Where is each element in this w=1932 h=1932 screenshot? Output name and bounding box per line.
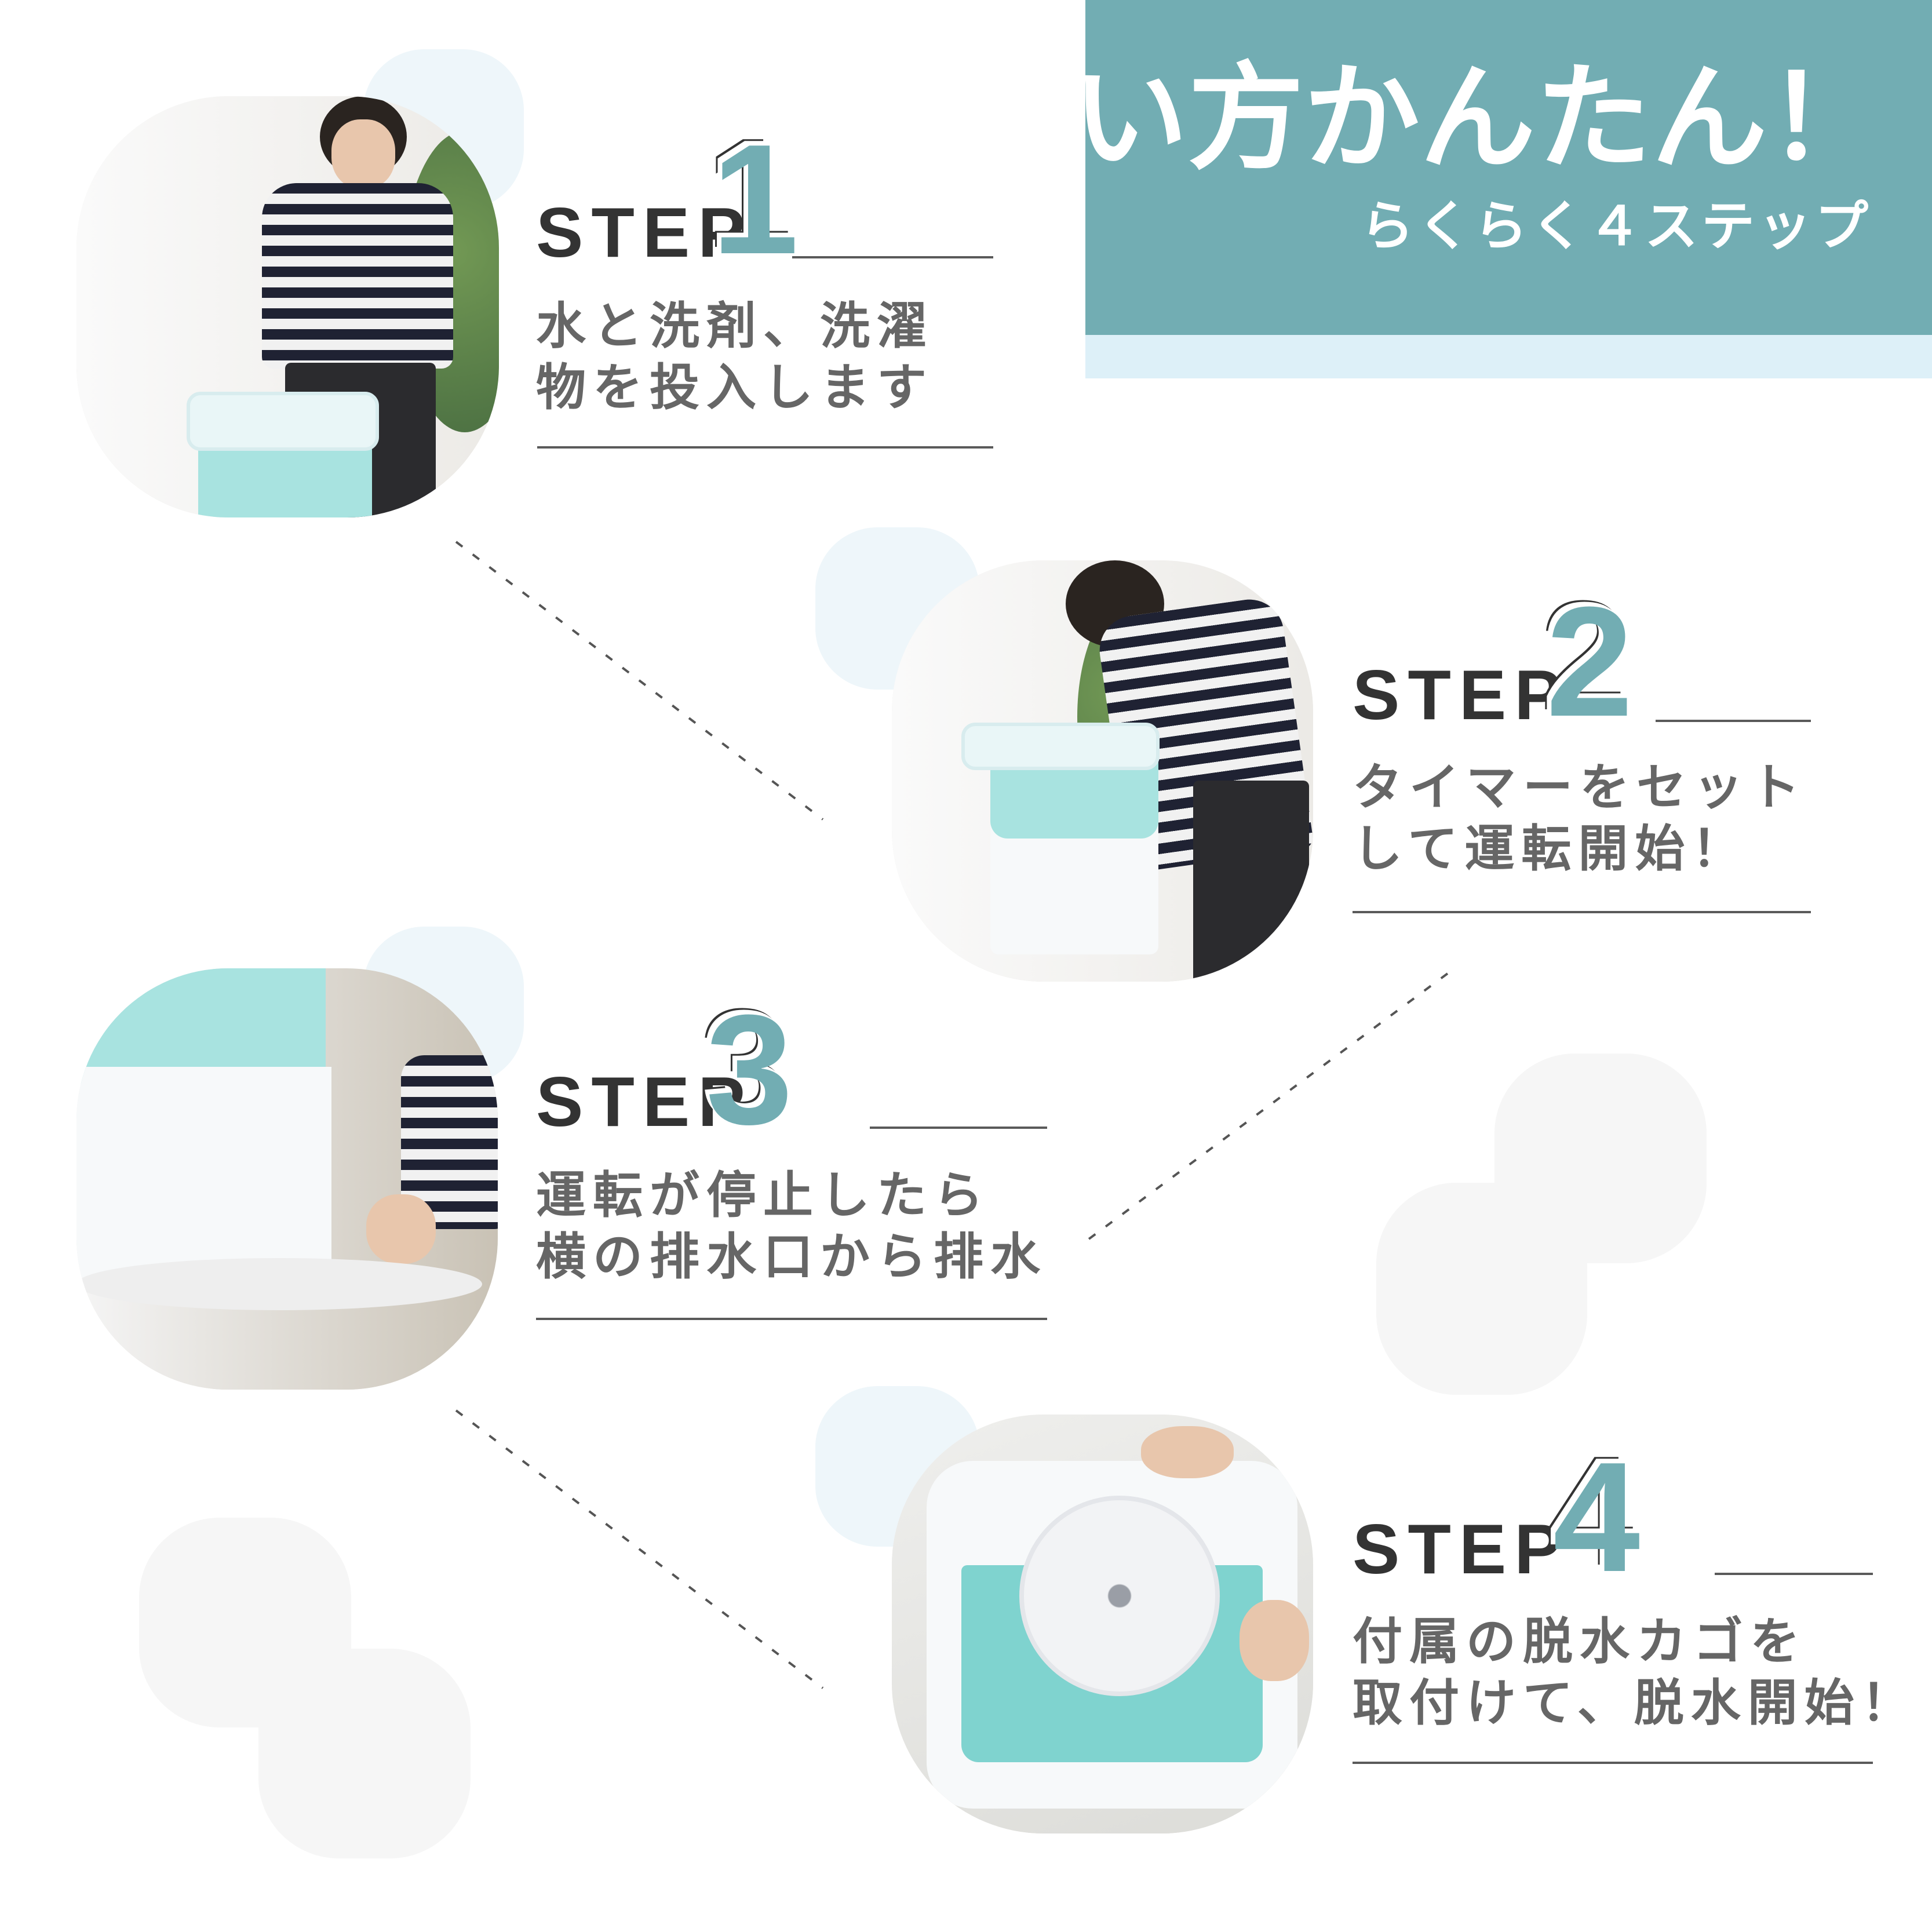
step-2-line-2: して運転開始！ bbox=[1353, 820, 1749, 878]
step-1-number: 1 bbox=[712, 112, 799, 287]
step-1-description: 水と洗剤、洗濯 物を投入します bbox=[536, 296, 934, 418]
step-4-photo bbox=[892, 1415, 1313, 1833]
step-3-description: 運転が停止したら 横の排水口から排水 bbox=[536, 1165, 1047, 1288]
step-1-bottom-rule bbox=[537, 446, 993, 449]
step-4-title-rule bbox=[1715, 1573, 1873, 1575]
page-subtitle: らくらく４ステップ bbox=[1360, 195, 1872, 257]
step-2-number: 2 bbox=[1546, 575, 1634, 749]
step-1-line-1: 水と洗剤、洗濯 bbox=[536, 297, 934, 355]
title-banner-band bbox=[1085, 335, 1932, 378]
step-4-line-2: 取付けて、脱水開始！ bbox=[1353, 1674, 1918, 1732]
page-title: 使い方かんたん！ bbox=[956, 51, 1883, 186]
step-4-number: 4 bbox=[1553, 1430, 1641, 1605]
connector-3-4 bbox=[455, 1409, 824, 1689]
step-3-label: STEP bbox=[536, 1062, 753, 1141]
step-4-bottom-rule bbox=[1353, 1762, 1873, 1764]
step-1-line-2: 物を投入します bbox=[536, 359, 934, 417]
decor-blob bbox=[1376, 1183, 1587, 1395]
step-2-description: タイマーをセット して運転開始！ bbox=[1353, 757, 1807, 880]
step-2-label: STEP bbox=[1353, 655, 1570, 734]
step-1-title-rule bbox=[792, 256, 993, 258]
step-4-line-1: 付属の脱水カゴを bbox=[1353, 1613, 1807, 1671]
step-3-photo bbox=[76, 968, 498, 1390]
step-4-label: STEP bbox=[1353, 1510, 1570, 1588]
step-4-description: 付属の脱水カゴを 取付けて、脱水開始！ bbox=[1353, 1611, 1918, 1734]
step-2-photo bbox=[892, 560, 1313, 982]
decor-blob bbox=[258, 1649, 471, 1858]
step-2-bottom-rule bbox=[1353, 911, 1811, 913]
step-2-title-rule bbox=[1656, 720, 1811, 722]
step-1-label: STEP bbox=[536, 193, 753, 272]
step-3-title-rule bbox=[870, 1127, 1047, 1129]
step-1-photo bbox=[76, 96, 499, 517]
step-3-line-2: 横の排水口から排水 bbox=[536, 1228, 1047, 1286]
step-2-line-1: タイマーをセット bbox=[1353, 759, 1807, 816]
title-banner: 使い方かんたん！ らくらく４ステップ bbox=[956, 0, 1932, 335]
step-3-line-1: 運転が停止したら bbox=[536, 1167, 990, 1224]
step-3-number: 3 bbox=[706, 983, 793, 1157]
step-3-bottom-rule bbox=[536, 1318, 1047, 1320]
connector-1-2 bbox=[455, 541, 824, 821]
connector-2-3 bbox=[1081, 972, 1449, 1245]
